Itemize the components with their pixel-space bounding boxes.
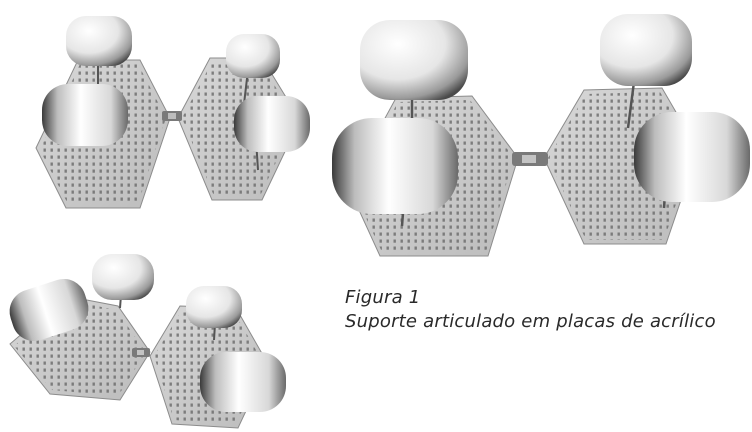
support-pad-mid-right [234,96,310,152]
figure-description: Suporte articulado em placas de acrílico [345,311,716,332]
support-pad-top-right [600,14,692,86]
support-pad-top-left [360,20,468,100]
hinge-connector [512,152,548,166]
support-pad-top-center [92,254,154,300]
render-large-right [332,14,750,257]
support-pad-left-tilted [9,278,89,342]
support-pad-top-right [186,286,242,328]
hinge-connector [162,111,182,121]
figure-caption: Figura 1 Suporte articulado em placas de… [345,286,716,334]
support-pad-top-right [226,34,280,78]
support-pad-mid-left [332,118,458,214]
support-pad-top-left [66,16,132,66]
hinge-connector [132,348,150,357]
support-pad-mid-right [634,112,750,202]
figure-label: Figura 1 [345,287,421,308]
support-pad-mid-right [200,352,286,412]
support-pad-mid-left [42,84,128,146]
render-small-bottom-left [9,254,286,429]
render-small-top-left [35,16,310,209]
